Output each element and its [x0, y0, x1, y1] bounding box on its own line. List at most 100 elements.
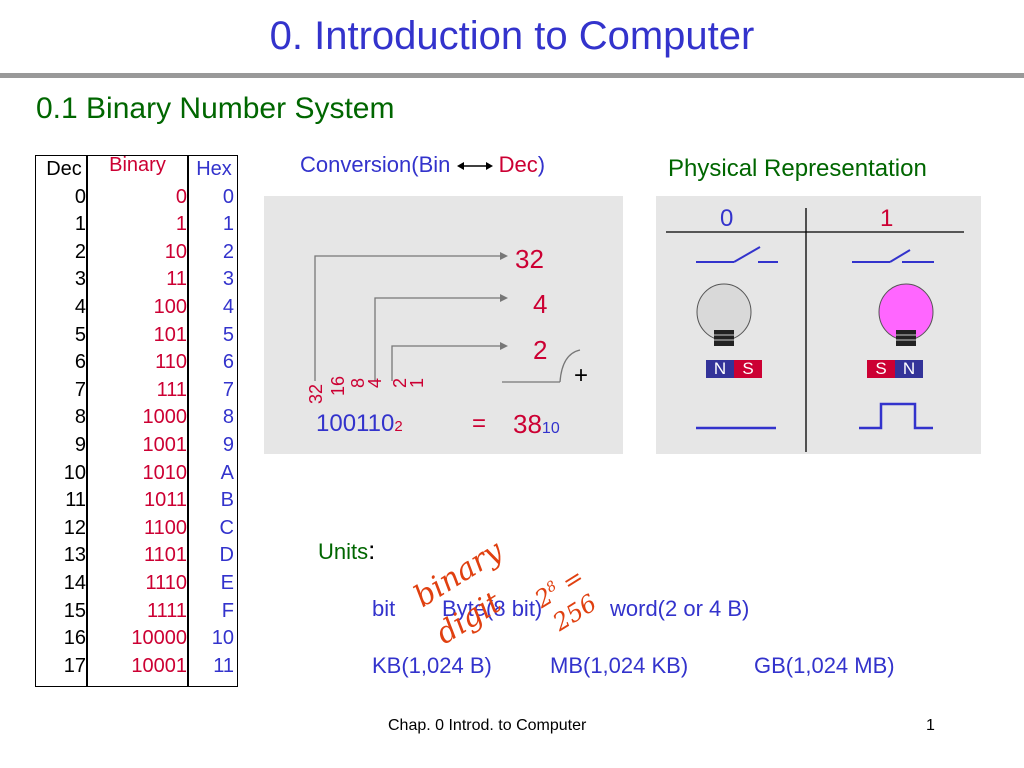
unit-byte: Byte(8 bit) — [442, 596, 543, 621]
page-number: 1 — [926, 717, 935, 734]
hex-value: 0 — [222, 185, 234, 208]
units-row-1: bit Byte(8 bit) word(2 or 4 B) — [372, 596, 749, 622]
hex-value: 7 — [222, 378, 234, 401]
hex-value: 8 — [222, 406, 234, 429]
binary-value: 11 — [166, 268, 187, 291]
dec-value: 4 — [74, 295, 86, 318]
hex-value: 11 — [213, 654, 234, 677]
hex-value: 10 — [211, 627, 234, 650]
weight-16: 16 — [328, 375, 348, 396]
conversion-title: Conversion(Bin Dec) — [300, 152, 545, 178]
weight-32: 32 — [306, 383, 326, 404]
weight-1: 1 — [407, 377, 427, 388]
binary-value: 110 — [155, 351, 187, 374]
dec-value: 2 — [74, 240, 86, 263]
binary-value: 1110 — [145, 571, 187, 594]
hex-value: 5 — [222, 323, 234, 346]
hex-value: C — [219, 516, 234, 539]
weight-4: 4 — [365, 377, 385, 388]
dec-value: 11 — [65, 489, 86, 512]
dec-value: 6 — [74, 351, 86, 374]
decimal-number: 3810 — [513, 409, 560, 440]
binary-value: 1111 — [146, 599, 187, 622]
binary-base: 2 — [394, 418, 403, 435]
dec-value: 9 — [74, 433, 86, 456]
plus-sign: + — [574, 362, 589, 389]
open-switch-icon — [696, 246, 778, 263]
hex-value: 6 — [222, 351, 234, 374]
magnet-zero-n: N — [706, 360, 734, 378]
magnet-one: S N — [867, 360, 923, 378]
pulse-signal-icon — [859, 402, 933, 430]
hex-value: E — [220, 571, 234, 594]
binary-digits: 100110 — [316, 410, 395, 437]
binary-value: 1010 — [142, 461, 188, 484]
conversion-title-suffix: ) — [537, 152, 546, 177]
section-title: 0.1 Binary Number System — [36, 92, 395, 125]
hex-value: 9 — [222, 433, 234, 456]
hex-value: D — [219, 544, 234, 567]
hex-value: 1 — [222, 213, 234, 236]
binary-value: 10001 — [131, 654, 187, 677]
binary-value: 1 — [175, 213, 187, 236]
magnet-one-s: S — [867, 360, 895, 378]
binary-value: 1101 — [143, 544, 187, 567]
magnet-zero: N S — [706, 360, 762, 378]
bulb-on-icon — [878, 283, 934, 346]
binary-value: 111 — [156, 378, 187, 401]
dec-value: 7 — [74, 378, 86, 401]
dec-value: 0 — [74, 185, 86, 208]
dec-value: 17 — [63, 654, 86, 677]
hex-value: B — [220, 489, 234, 512]
term-4: 4 — [533, 289, 548, 319]
dec-value: 13 — [63, 544, 86, 567]
hex-value: 4 — [222, 295, 234, 318]
dec-value: 1 — [74, 213, 86, 236]
units-text: Units — [318, 539, 369, 564]
unit-kb: KB(1,024 B) — [372, 653, 492, 678]
magnet-zero-s: S — [734, 360, 762, 378]
hex-value: 2 — [222, 240, 234, 263]
physical-panel: 0 1 N S S N — [656, 196, 981, 454]
dec-value: 12 — [63, 516, 86, 539]
dec-value: 16 — [63, 627, 86, 650]
binary-value: 101 — [153, 323, 187, 346]
unit-word: word(2 or 4 B) — [610, 596, 750, 621]
binary-value: 10000 — [131, 627, 187, 650]
physical-title: Physical Representation — [668, 155, 927, 182]
footer-title: Chap. 0 Introd. to Computer — [388, 717, 587, 734]
binary-value: 100 — [153, 295, 187, 318]
binary-value: 1001 — [142, 433, 188, 456]
dec-value: 3 — [74, 268, 86, 291]
hex-value: F — [221, 599, 234, 622]
physical-diagram — [666, 208, 964, 452]
binary-number: 1001102 — [316, 410, 403, 438]
conversion-title-prefix: Conversion(Bin — [300, 152, 451, 177]
closed-switch-icon — [852, 249, 934, 263]
unit-bit: bit — [372, 596, 396, 621]
units-colon: : — [368, 535, 376, 565]
table-divider — [86, 156, 88, 686]
title-divider — [0, 73, 1024, 78]
term-32: 32 — [515, 244, 544, 274]
hex-value: 3 — [222, 268, 234, 291]
dec-value: 15 — [63, 599, 86, 622]
units-row-2: KB(1,024 B) MB(1,024 KB) GB(1,024 MB) — [372, 653, 895, 679]
units-label: Units: — [318, 535, 375, 566]
binary-value: 1011 — [143, 489, 187, 512]
decimal-base: 10 — [541, 420, 560, 437]
binary-value: 1000 — [142, 406, 188, 429]
bulb-off-icon — [696, 283, 752, 346]
dec-value: 14 — [63, 571, 86, 594]
unit-mb: MB(1,024 KB) — [550, 653, 689, 678]
binary-value: 1100 — [143, 516, 187, 539]
binary-value: 10 — [164, 240, 187, 263]
hex-value: A — [220, 461, 234, 484]
slide-title: 0. Introduction to Computer — [269, 14, 755, 58]
unit-gb: GB(1,024 MB) — [754, 653, 895, 678]
term-2: 2 — [533, 335, 548, 365]
